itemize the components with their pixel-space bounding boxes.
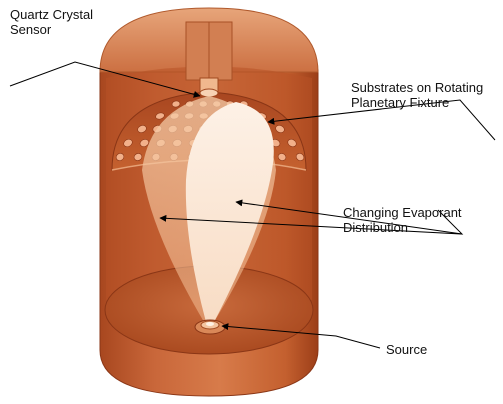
label-substrates: Substrates on Rotating Planetary Fixture (351, 80, 483, 110)
label-evaporant-line1: Changing Evaporant (343, 205, 462, 220)
evaporation-source (195, 320, 225, 334)
quartz-crystal-sensor (200, 78, 218, 97)
label-evaporant-distribution: Changing Evaporant Distribution (343, 205, 462, 235)
label-quartz-line2: Sensor (10, 22, 93, 37)
label-substrates-line1: Substrates on Rotating (351, 80, 483, 95)
label-evaporant-line2: Distribution (343, 220, 462, 235)
label-substrates-line2: Planetary Fixture (351, 95, 483, 110)
label-quartz-line1: Quartz Crystal (10, 7, 93, 22)
label-quartz-crystal-sensor: Quartz Crystal Sensor (10, 7, 93, 37)
label-source: Source (386, 342, 427, 357)
